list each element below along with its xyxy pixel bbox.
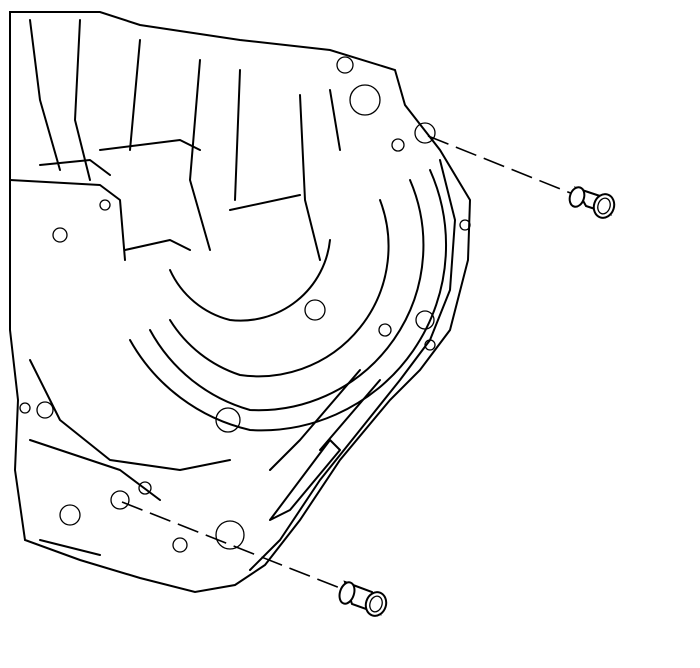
upper-alignment-line (427, 135, 579, 197)
upper-dowel-pin (568, 186, 616, 219)
lower-dowel-pin-assembly (121, 501, 388, 617)
engine-block (9, 11, 472, 594)
upper-dowel-pin-assembly (427, 135, 616, 219)
lower-dowel-pin (338, 580, 388, 617)
lower-alignment-line (121, 501, 346, 591)
bolt-holes (19, 56, 471, 553)
